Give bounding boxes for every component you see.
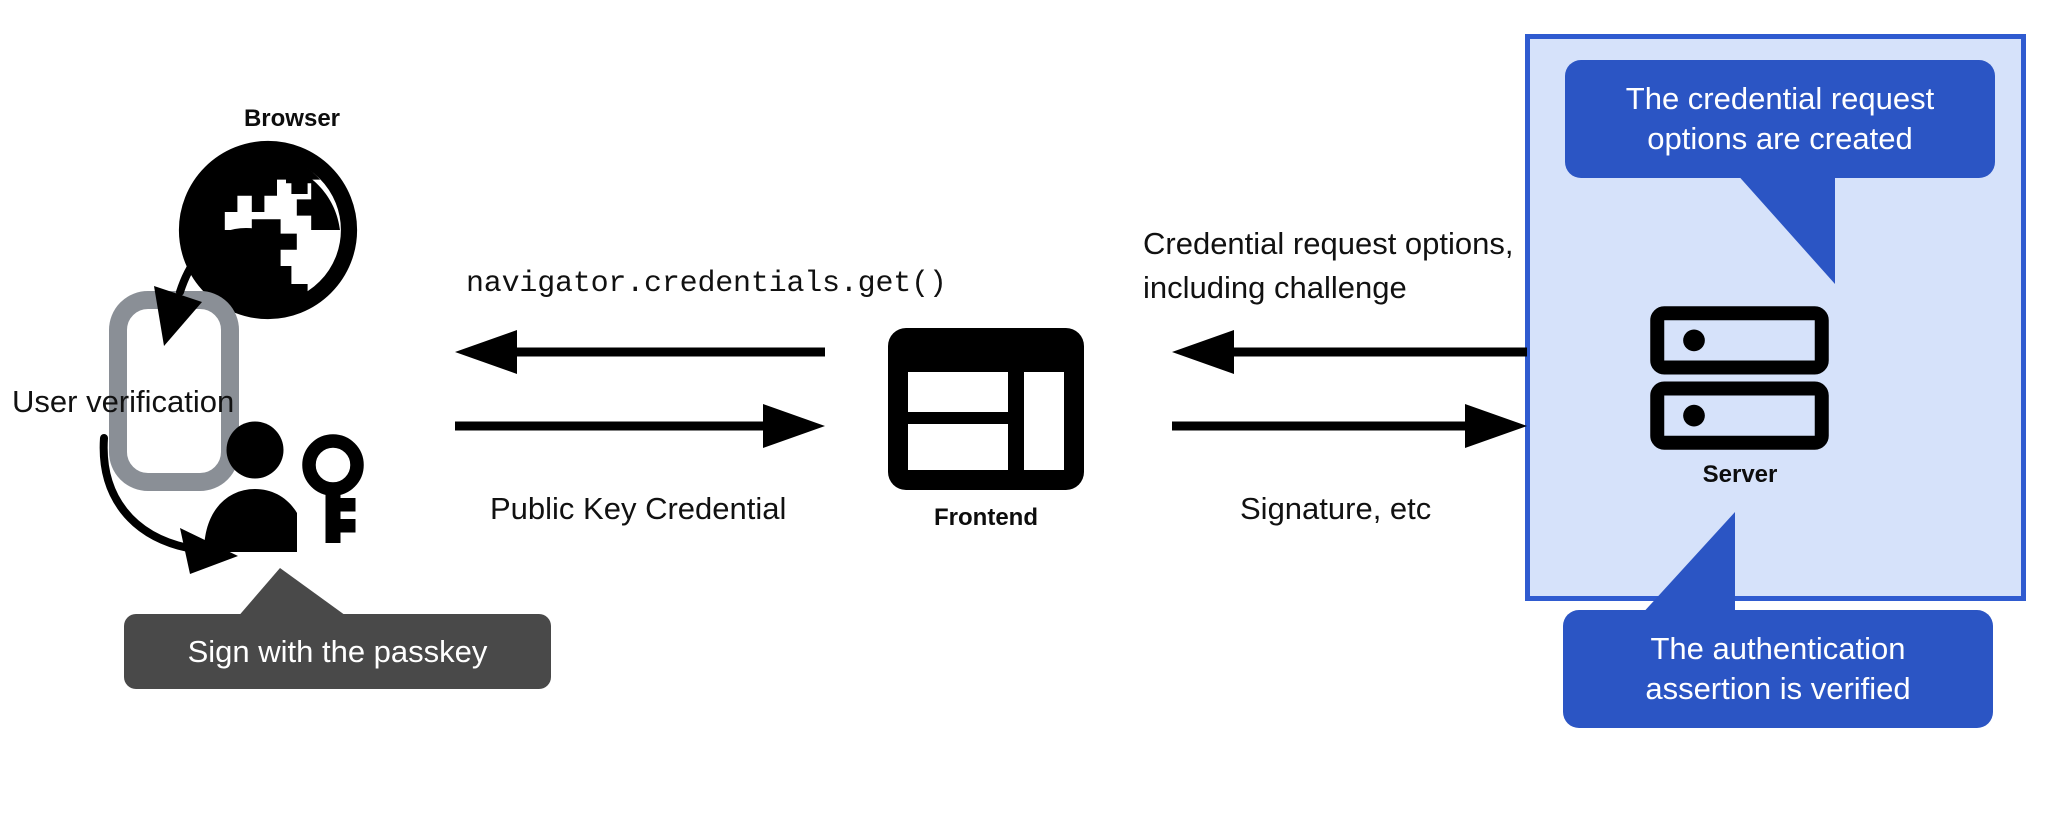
user-verification-label: User verification (12, 384, 235, 419)
authentication-assertion-callout-line1: The authentication (1650, 630, 1906, 666)
browser-to-frontend-arrow (455, 404, 825, 448)
server-label: Server (1702, 461, 1778, 488)
authentication-assertion-callout-line2: assertion is verified (1645, 671, 1911, 706)
browser-to-device-arrow (96, 222, 296, 372)
credential-request-options-callout-line1: The credential request (1625, 80, 1935, 116)
public-key-credential-label: Public Key Credential (490, 491, 787, 526)
server-to-frontend-arrow (1172, 330, 1527, 374)
passkey-tooltip-tail (200, 568, 390, 628)
credential-request-options-callout: The credential request options are creat… (1565, 60, 1995, 178)
frontend-label: Frontend (934, 504, 1038, 531)
person-with-key-icon (195, 420, 375, 555)
credential-request-options-label-line2: including challenge (1143, 270, 1407, 305)
authentication-assertion-callout: The authentication assertion is verified (1563, 610, 1993, 728)
sign-with-passkey-tooltip: Sign with the passkey (124, 614, 551, 689)
authentication-assertion-callout-tail (1640, 512, 1860, 622)
credential-request-options-callout-line2: options are created (1647, 121, 1913, 156)
frontend-to-server-arrow (1172, 404, 1527, 448)
credential-request-options-callout-tail (1735, 172, 1965, 292)
sign-with-passkey-text: Sign with the passkey (187, 633, 488, 669)
frontend-window-icon (888, 328, 1084, 490)
browser-label: Browser (243, 105, 341, 132)
credential-request-options-label-line1: Credential request options, (1143, 226, 1514, 261)
navigator-credentials-get-label: navigator.credentials.get() (466, 267, 947, 301)
frontend-to-browser-arrow (455, 330, 825, 374)
signature-etc-label: Signature, etc (1240, 491, 1432, 526)
server-racks-icon (1650, 306, 1829, 450)
